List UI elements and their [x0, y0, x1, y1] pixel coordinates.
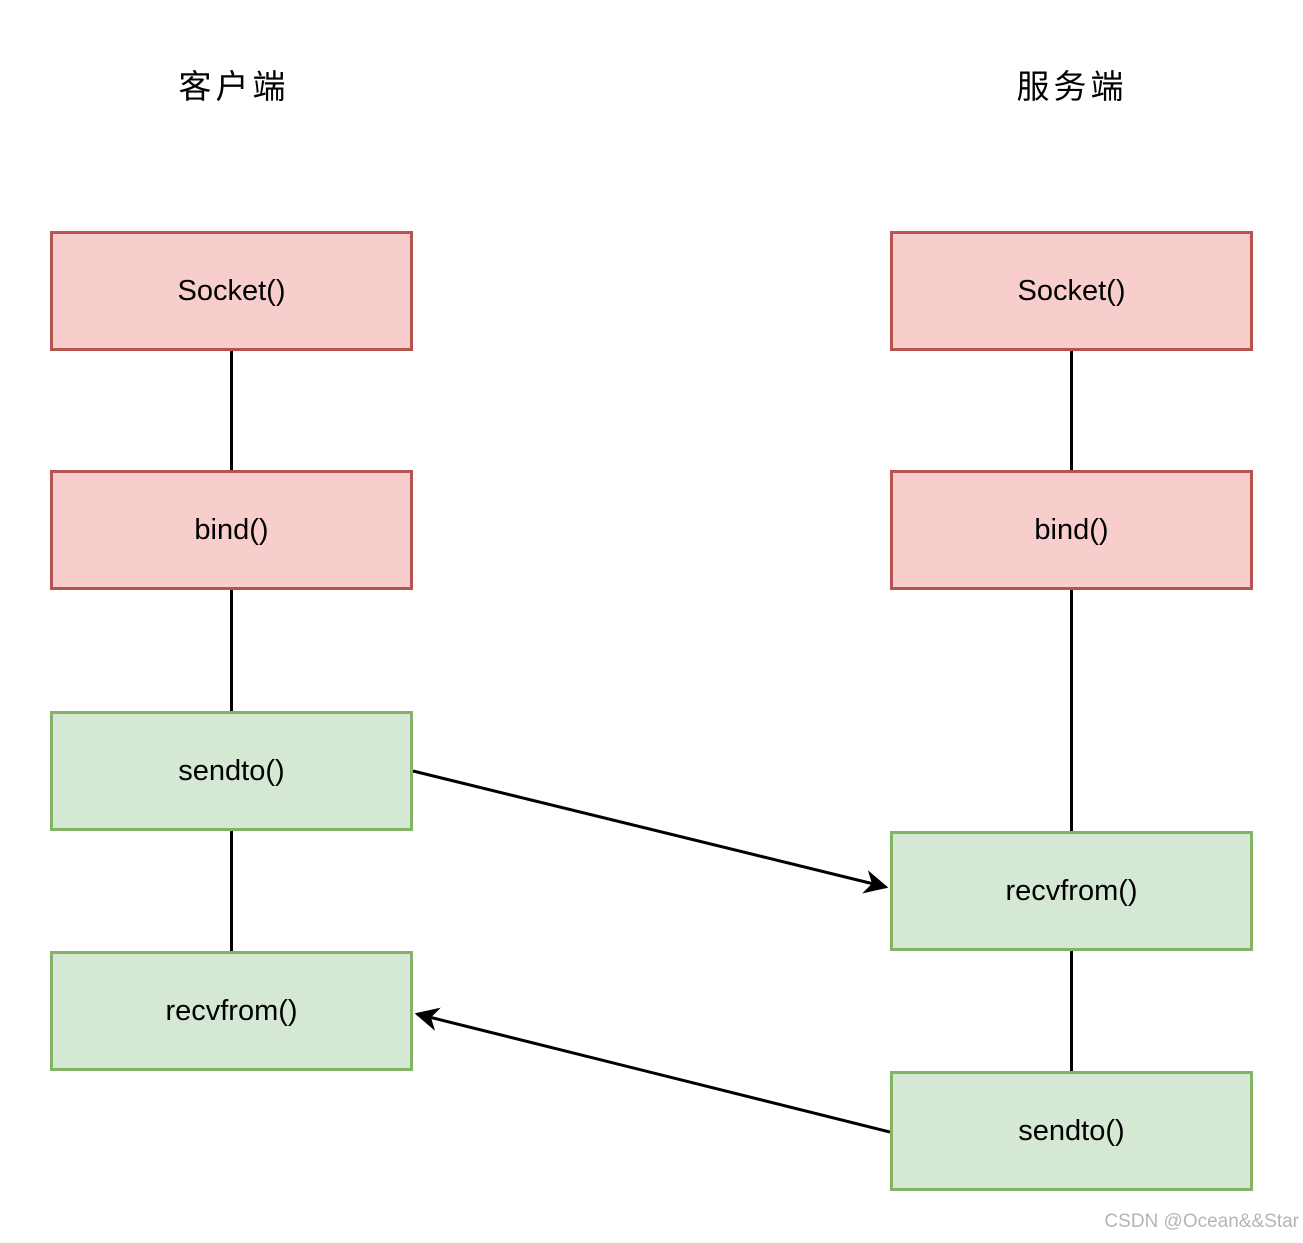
server-sendto-label: sendto() [1018, 1114, 1125, 1147]
server-recvfrom-box: recvfrom() [890, 831, 1253, 951]
client-sendto-box: sendto() [50, 711, 413, 831]
client-bind-box: bind() [50, 470, 413, 590]
client-recvfrom-box: recvfrom() [50, 951, 413, 1071]
client-column-title: 客户端 [178, 67, 290, 106]
client-sendto-label: sendto() [178, 754, 285, 787]
server-sendto-box: sendto() [890, 1071, 1253, 1191]
client-sendto-to-server-recvfrom-arrow [412, 769, 889, 894]
server-socket-box: Socket() [890, 231, 1253, 351]
server-bind-label: bind() [1034, 513, 1109, 546]
client-bind-label: bind() [194, 513, 269, 546]
server-recvfrom-label: recvfrom() [1005, 874, 1138, 907]
server-sendto-to-client-recvfrom-arrow [414, 1007, 891, 1134]
server-bind-box: bind() [890, 470, 1253, 590]
client-socket-box: Socket() [50, 231, 413, 351]
server-column-title: 服务端 [1016, 67, 1128, 106]
client-recvfrom-label: recvfrom() [165, 994, 298, 1027]
csdn-watermark: CSDN @Ocean&&Star [1104, 1211, 1299, 1232]
client-socket-label: Socket() [177, 274, 286, 307]
server-socket-label: Socket() [1017, 274, 1126, 307]
